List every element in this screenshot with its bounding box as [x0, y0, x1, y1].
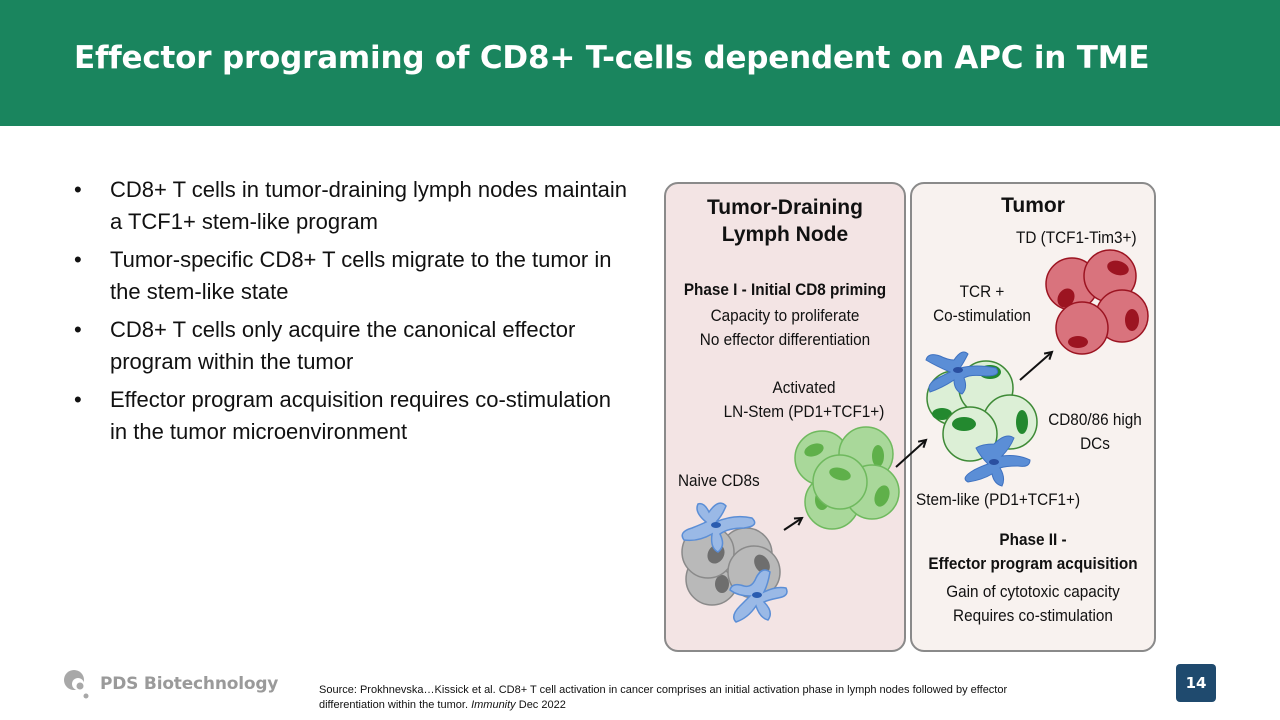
bullet-item: • Effector program acquisition requires c…: [74, 384, 634, 448]
slide-title: Effector programing of CD8+ T-cells depe…: [74, 40, 1150, 76]
td-cell: [1083, 249, 1137, 303]
lymph-node-title-line1: Tumor-Draining: [707, 196, 863, 219]
page-number-badge: 14: [1176, 664, 1216, 702]
source-journal: Immunity: [471, 699, 516, 711]
phase-1-description: Capacity to proliferate No effector diff…: [676, 304, 894, 352]
dc-line1: CD80/86 high: [1048, 410, 1142, 429]
ln-stem-cells: [794, 426, 900, 530]
logo-text: PDS Biotechnology: [100, 674, 279, 694]
td-cells: [1045, 249, 1149, 355]
phase-1-title: Phase I - Initial CD8 priming: [683, 280, 887, 299]
phase-2-title-line1: Phase II -: [999, 530, 1067, 549]
tcr-line1: TCR +: [959, 282, 1005, 301]
td-label: TD (TCF1-Tim3+): [1016, 228, 1137, 247]
bullet-marker: •: [74, 247, 82, 272]
bullet-text: CD8+ T cells only acquire the canonical …: [110, 317, 576, 374]
ln-stem-cell: [812, 454, 868, 510]
naive-cd8-label: Naive CD8s: [678, 471, 760, 490]
cd8-activation-diagram: Tumor-Draining Lymph Node Phase I - Init…: [664, 182, 1158, 656]
phase-2-title-line2: Effector program acquisition: [928, 554, 1138, 573]
bullet-text: Effector program acquisition requires co…: [110, 387, 611, 444]
bullet-item: • CD8+ T cells only acquire the canonical…: [74, 314, 634, 378]
phase-1-line1: Capacity to proliferate: [710, 306, 860, 325]
naive-cd8-cells: [681, 525, 781, 606]
bullet-item: • Tumor-specific CD8+ T cells migrate to …: [74, 244, 634, 308]
arrow-stem-to-td: [1019, 352, 1052, 381]
arrow-ln-stem-to-tumor: [895, 440, 926, 468]
phase-2-line2: Requires co-stimulation: [953, 606, 1113, 625]
tcr-line2: Co-stimulation: [933, 306, 1031, 325]
lymph-node-title-line2: Lymph Node: [721, 223, 849, 246]
activated-line1: Activated: [772, 378, 836, 397]
phase-2-title: Phase II - Effector program acquisition: [922, 528, 1143, 576]
bullet-list: • CD8+ T cells in tumor-draining lymph no…: [74, 174, 634, 454]
diagram-graphics: [681, 249, 1149, 623]
dendritic-cell-tumor-bottom: [964, 435, 1031, 487]
bullet-marker: •: [74, 387, 82, 412]
lymph-node-title: Tumor-Draining Lymph Node: [664, 194, 906, 248]
td-cell: [1055, 301, 1109, 355]
source-date: Dec 2022: [515, 699, 566, 711]
source-citation: Source: Prokhnevska…Kissick et al. CD8+ …: [319, 683, 1039, 713]
slide-header: Effector programing of CD8+ T-cells depe…: [0, 0, 1280, 126]
dc-line2: DCs: [1080, 434, 1110, 453]
activated-ln-stem-label: Activated LN-Stem (PD1+TCF1+): [714, 376, 894, 424]
arrow-naive-to-ln-stem: [783, 518, 802, 531]
phase-2-description: Gain of cytotoxic capacity Requires co-s…: [922, 580, 1143, 628]
bullet-marker: •: [74, 317, 82, 342]
activated-line2: LN-Stem (PD1+TCF1+): [723, 402, 885, 421]
tcr-costim-label: TCR + Co-stimulation: [928, 280, 1036, 328]
source-text: Source: Prokhnevska…Kissick et al. CD8+ …: [319, 684, 1008, 711]
bullet-marker: •: [74, 177, 82, 202]
dendritic-cell-naive-top: [681, 502, 756, 553]
phase-2-line1: Gain of cytotoxic capacity: [946, 582, 1120, 601]
dc-label: CD80/86 high DCs: [1040, 408, 1150, 456]
phase-1-line2: No effector differentiation: [699, 330, 871, 349]
dendritic-cell-naive-bottom: [729, 569, 788, 623]
pds-logo-icon: [64, 670, 89, 699]
bullet-text: Tumor-specific CD8+ T cells migrate to t…: [110, 247, 612, 304]
dendritic-cell-tumor-top: [925, 351, 999, 395]
bullet-text: CD8+ T cells in tumor-draining lymph nod…: [110, 177, 628, 234]
td-cell: [1095, 289, 1149, 343]
company-logo: PDS Biotechnology: [62, 668, 278, 700]
stem-like-label: Stem-like (PD1+TCF1+): [916, 490, 1081, 509]
tumor-title: Tumor: [1001, 194, 1065, 217]
bullet-item: • CD8+ T cells in tumor-draining lymph no…: [74, 174, 634, 238]
